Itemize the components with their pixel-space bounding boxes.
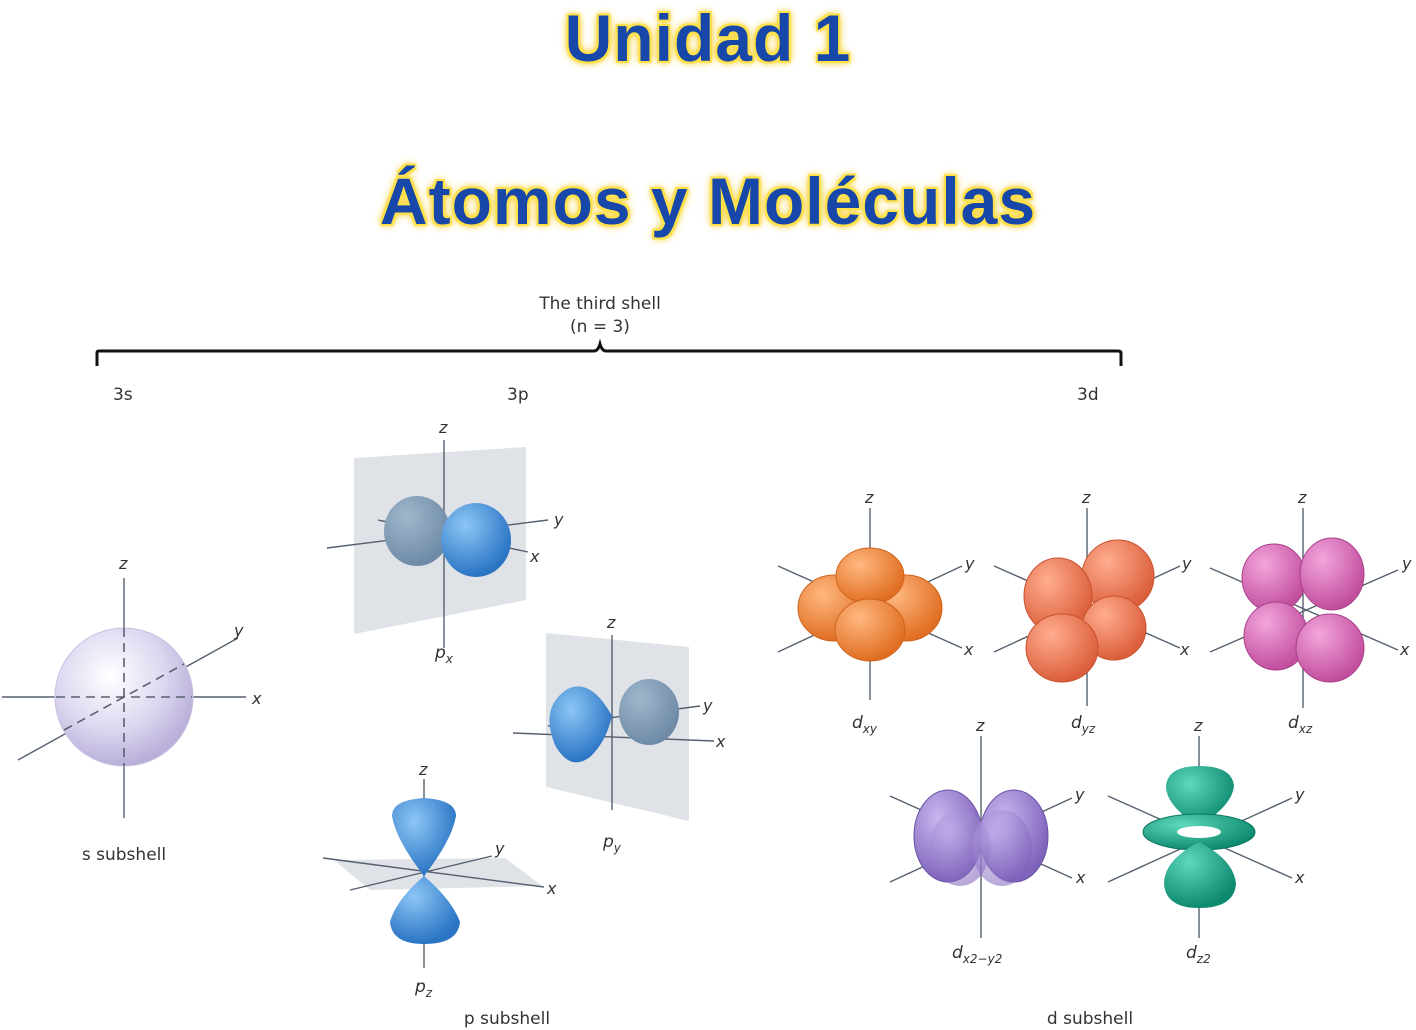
label-dz2: dz2 — [1186, 943, 1211, 966]
dxz-axis-y: y — [1401, 554, 1412, 573]
caption-p-subshell: p subshell — [464, 1009, 550, 1029]
shell-brace — [95, 338, 1123, 366]
head-3d: 3d — [1077, 385, 1099, 405]
caption-s-subshell: s subshell — [82, 845, 166, 865]
dz2-axis-x: x — [1294, 868, 1305, 887]
label-py: py — [602, 832, 622, 855]
shell-n-label: (n = 3) — [570, 317, 630, 337]
dyz-orbital: z y x — [993, 488, 1192, 706]
py-axis-y: y — [702, 696, 713, 715]
pz-axis-z: z — [418, 760, 428, 779]
dx2y2-axis-y: y — [1074, 785, 1085, 804]
dx2y2-axis-z: z — [975, 716, 985, 735]
px-axis-x: x — [529, 547, 540, 566]
title-line-1: Unidad 1 — [564, 1, 852, 75]
dxy-axis-y: y — [964, 554, 975, 573]
label-dxz: dxz — [1288, 713, 1313, 736]
label-dxy: dxy — [852, 713, 878, 736]
dz2-orbital: z y x — [1107, 716, 1305, 938]
py-axis-z: z — [606, 613, 616, 632]
dxy-orbital: z y x — [777, 488, 975, 700]
dyz-axis-x: x — [1179, 640, 1190, 659]
dx2y2-orbital: z y x — [889, 716, 1086, 938]
head-3s: 3s — [113, 385, 133, 405]
label-dx2y2: dx2−y2 — [952, 943, 1002, 966]
dz2-axis-y: y — [1294, 785, 1305, 804]
dxz-axis-x: x — [1399, 640, 1410, 659]
label-pz: pz — [414, 977, 433, 1000]
caption-d-subshell: d subshell — [1047, 1009, 1133, 1029]
s-axis-y: y — [233, 621, 244, 640]
s-axis-z: z — [118, 554, 128, 573]
label-dyz: dyz — [1071, 713, 1096, 736]
dxy-axis-x: x — [963, 640, 974, 659]
px-axis-y: y — [553, 510, 564, 529]
pz-orbital: z y x — [322, 760, 557, 968]
dz2-axis-z: z — [1193, 716, 1203, 735]
s-orbital: z y x — [2, 554, 262, 818]
pz-axis-x: x — [546, 879, 557, 898]
px-orbital: z y x — [326, 418, 564, 648]
label-px: px — [434, 643, 454, 666]
py-orbital: z y x — [512, 613, 726, 821]
dxz-axis-z: z — [1297, 488, 1307, 507]
pz-axis-y: y — [494, 839, 505, 858]
dyz-axis-z: z — [1081, 488, 1091, 507]
dxz-orbital: z y x — [1209, 488, 1412, 708]
py-axis-x: x — [715, 732, 726, 751]
dx2y2-axis-x: x — [1075, 868, 1086, 887]
dxy-axis-z: z — [864, 488, 874, 507]
title-line-2: Átomos y Moléculas — [379, 164, 1037, 238]
dyz-axis-y: y — [1181, 554, 1192, 573]
px-axis-z: z — [438, 418, 448, 437]
head-3p: 3p — [507, 385, 529, 405]
s-axis-x: x — [251, 689, 262, 708]
shell-label: The third shell — [538, 294, 661, 314]
